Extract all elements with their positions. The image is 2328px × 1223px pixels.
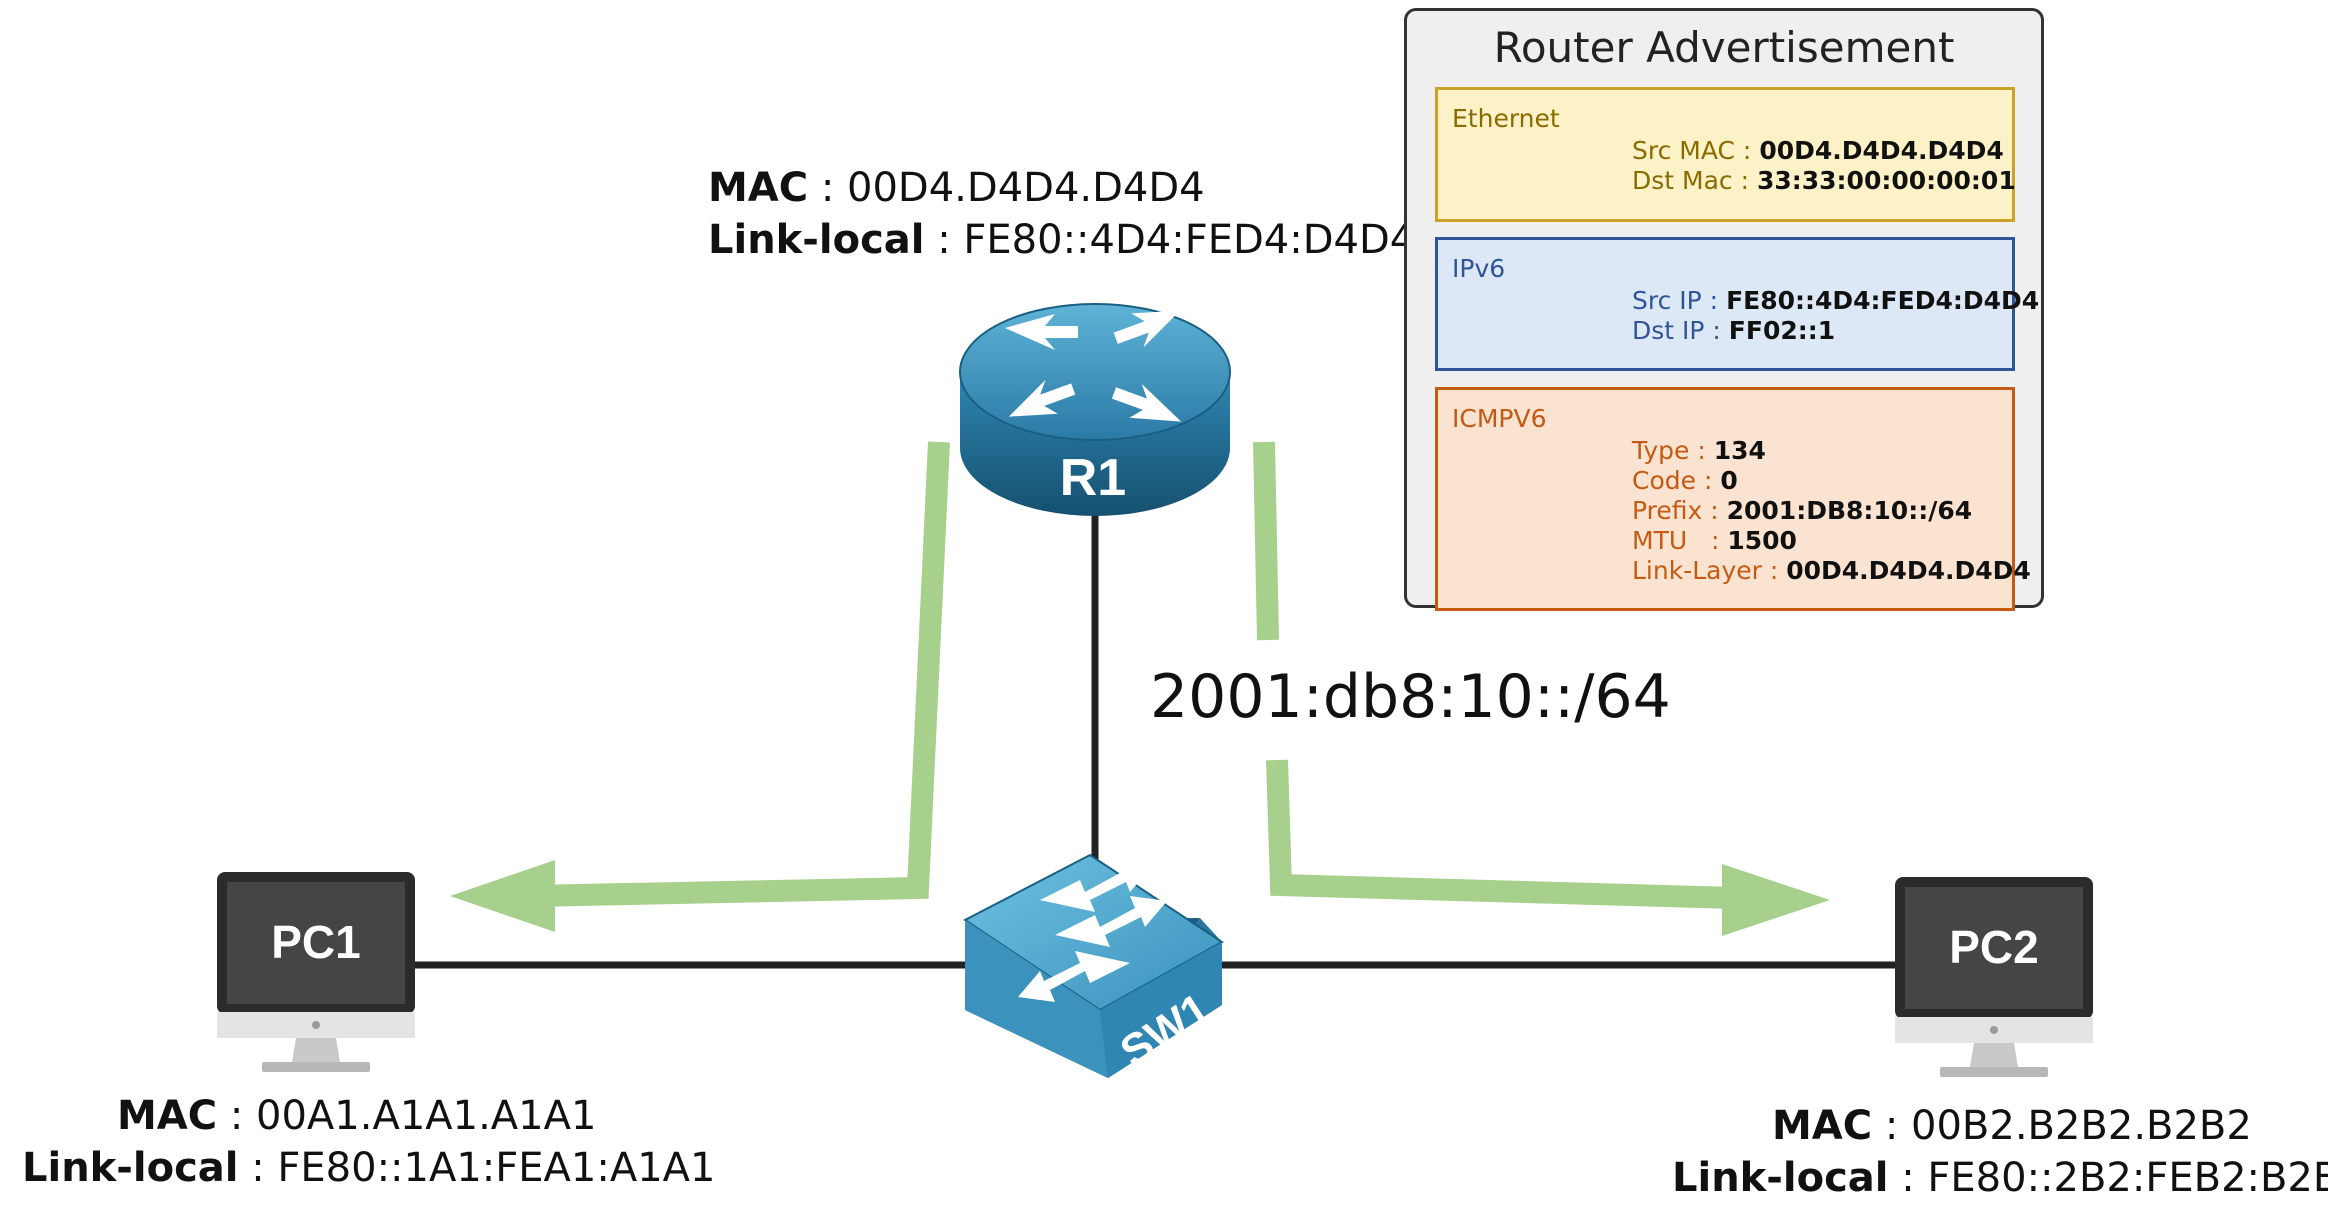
r1-ll-value: : FE80::4D4:FED4:D4D4 (937, 217, 1416, 263)
pc1-mac-label: MAC (117, 1093, 218, 1139)
arrow-to-pc1-head (450, 860, 555, 932)
src-ip-label: Src IP : (1632, 286, 1719, 315)
router-advertisement-panel: Router Advertisement Ethernet Src MAC : … (1404, 8, 2044, 611)
type-label: Type : (1632, 436, 1706, 465)
ipv6-header: IPv6 Src IP : FE80::4D4:FED4:D4D4 Dst IP… (1435, 237, 2039, 371)
arrow-to-pc2 (1266, 759, 1736, 909)
dst-ip-value: FF02::1 (1728, 316, 1836, 345)
icmpv6-name: ICMPV6 (1452, 404, 1547, 433)
icmpv6-fields: Type : 134 Code : 0 Prefix : 2001:DB8:10… (1632, 436, 2031, 586)
ethernet-header: Ethernet Src MAC : 00D4.D4D4.D4D4 Dst Ma… (1435, 87, 2016, 222)
arrow-to-pc2-head (1722, 864, 1830, 936)
switch-arrows-icon (1018, 861, 1167, 1002)
network-prefix-label: 2001:db8:10::/64 (1150, 662, 1671, 732)
pc2-mac-value: : 00B2.B2B2.B2B2 (1884, 1103, 2252, 1149)
pc1-ll-value: : FE80::1A1:FEA1:A1A1 (251, 1145, 716, 1191)
pc2-ll-value: : FE80::2B2:FEB2:B2B2 (1901, 1155, 2328, 1201)
pc1-info: MAC : 00A1.A1A1.A1A1 Link-local : FE80::… (22, 1090, 715, 1194)
type-value: 134 (1713, 436, 1766, 465)
code-value: 0 (1720, 466, 1738, 495)
pc1-label: PC1 (271, 916, 360, 968)
dst-mac-value: 33:33:00:00:00:01 (1756, 166, 2016, 195)
prefix-value: 2001:DB8:10::/64 (1726, 496, 1973, 525)
ethernet-name: Ethernet (1452, 104, 1560, 133)
r1-info: MAC : 00D4.D4D4.D4D4 Link-local : FE80::… (708, 162, 1415, 266)
arrow-to-pc1 (529, 441, 950, 907)
pc1-icon[interactable]: PC1 (217, 872, 415, 1072)
r1-ll-label: Link-local (708, 217, 925, 263)
mtu-label: MTU : (1632, 526, 1720, 555)
r1-mac-label: MAC (708, 165, 809, 211)
arrow-to-pc2-top (1253, 441, 1279, 641)
dst-ip-label: Dst IP : (1632, 316, 1721, 345)
pc2-icon[interactable]: PC2 (1895, 877, 2093, 1077)
router-label: R1 (1060, 449, 1126, 507)
ethernet-fields: Src MAC : 00D4.D4D4.D4D4 Dst Mac : 33:33… (1632, 136, 2016, 196)
pc2-label: PC2 (1949, 921, 2038, 973)
ra-title: Router Advertisement (1493, 23, 1955, 72)
prefix-label: Prefix : (1632, 496, 1719, 525)
pc1-mac-value: : 00A1.A1A1.A1A1 (229, 1093, 597, 1139)
switch-sw1-icon[interactable]: SW1 (963, 853, 1224, 1078)
src-mac-label: Src MAC : (1632, 136, 1752, 165)
mtu-value: 1500 (1727, 526, 1797, 555)
code-label: Code : (1632, 466, 1713, 495)
src-mac-value: 00D4.D4D4.D4D4 (1759, 136, 2004, 165)
pc2-info: MAC : 00B2.B2B2.B2B2 Link-local : FE80::… (1672, 1100, 2328, 1204)
ipv6-name: IPv6 (1452, 254, 1506, 283)
pc1-ll-label: Link-local (22, 1145, 239, 1191)
link-layer-value: 00D4.D4D4.D4D4 (1786, 556, 2031, 585)
r1-mac-value: : 00D4.D4D4.D4D4 (820, 165, 1205, 211)
src-ip-value: FE80::4D4:FED4:D4D4 (1726, 286, 2040, 315)
router-arrows-icon (1005, 310, 1182, 422)
link-layer-label: Link-Layer : (1632, 556, 1779, 585)
cables (410, 500, 1900, 969)
dst-mac-label: Dst Mac : (1632, 166, 1750, 195)
pc2-ll-label: Link-local (1672, 1155, 1889, 1201)
icmpv6-header: ICMPV6 Type : 134 Code : 0 Prefix : 2001… (1435, 387, 2031, 611)
ipv6-fields: Src IP : FE80::4D4:FED4:D4D4 Dst IP : FF… (1632, 286, 2039, 346)
advertisement-arrows (450, 441, 1830, 936)
pc2-mac-label: MAC (1772, 1103, 1873, 1149)
router-r1-icon[interactable]: R1 (959, 297, 1231, 516)
